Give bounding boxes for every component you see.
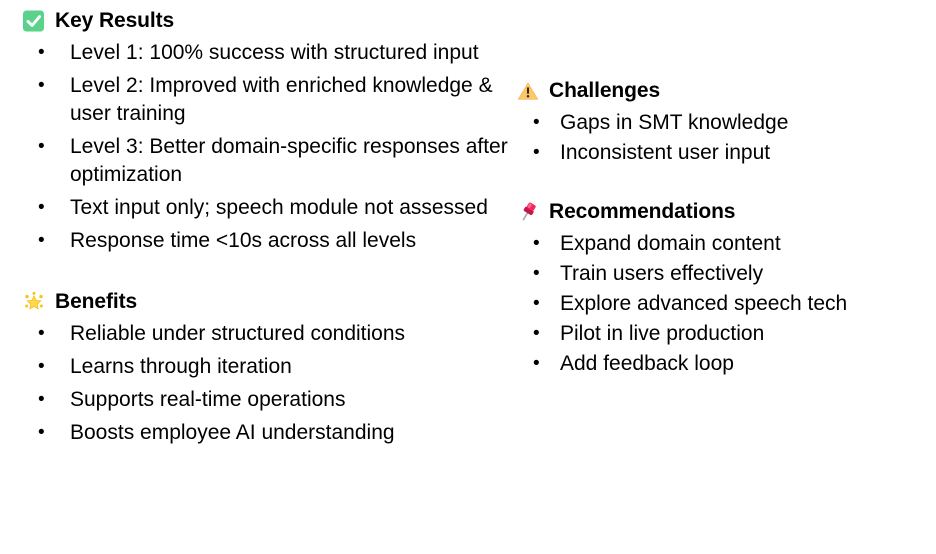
section-benefits: Benefits Reliable under structured condi… (22, 289, 512, 447)
list-item: Supports real-time operations (22, 386, 512, 414)
left-column: Key Results Level 1: 100% success with s… (22, 8, 512, 452)
list-item: Level 3: Better domain-specific response… (22, 133, 512, 189)
list-item: Inconsistent user input (516, 139, 926, 167)
list-item: Expand domain content (516, 230, 926, 258)
list-item: Reliable under structured conditions (22, 320, 512, 348)
challenges-heading-label: Challenges (549, 79, 661, 102)
check-mark-button-icon (22, 9, 46, 33)
warning-triangle-icon (516, 79, 540, 103)
key-results-heading-label: Key Results (55, 9, 175, 32)
right-column: Challenges Gaps in SMT knowledge Inconsi… (516, 78, 926, 380)
list-item: Level 2: Improved with enriched knowledg… (22, 72, 512, 128)
challenges-list: Gaps in SMT knowledge Inconsistent user … (516, 109, 926, 167)
section-challenges: Challenges Gaps in SMT knowledge Inconsi… (516, 78, 926, 167)
section-recommendations: Recommendations Expand domain content Tr… (516, 199, 926, 378)
benefits-heading-label: Benefits (55, 290, 138, 313)
list-item: Add feedback loop (516, 350, 926, 378)
list-item: Boosts employee AI understanding (22, 419, 512, 447)
key-results-list: Level 1: 100% success with structured in… (22, 39, 512, 255)
key-results-heading: Key Results (22, 8, 512, 34)
recommendations-list: Expand domain content Train users effect… (516, 230, 926, 378)
list-item: Response time <10s across all levels (22, 227, 512, 255)
benefits-list: Reliable under structured conditions Lea… (22, 320, 512, 447)
benefits-heading: Benefits (22, 289, 512, 315)
list-item: Learns through iteration (22, 353, 512, 381)
list-item: Gaps in SMT knowledge (516, 109, 926, 137)
list-item: Explore advanced speech tech (516, 290, 926, 318)
list-item: Text input only; speech module not asses… (22, 194, 512, 222)
section-key-results: Key Results Level 1: 100% success with s… (22, 8, 512, 255)
list-item: Pilot in live production (516, 320, 926, 348)
sparkle-star-icon (22, 290, 46, 314)
recommendations-heading: Recommendations (516, 199, 926, 225)
challenges-heading: Challenges (516, 78, 926, 104)
list-item: Level 1: 100% success with structured in… (22, 39, 512, 67)
recommendations-heading-label: Recommendations (549, 200, 736, 223)
list-item: Train users effectively (516, 260, 926, 288)
pushpin-icon (516, 200, 540, 224)
